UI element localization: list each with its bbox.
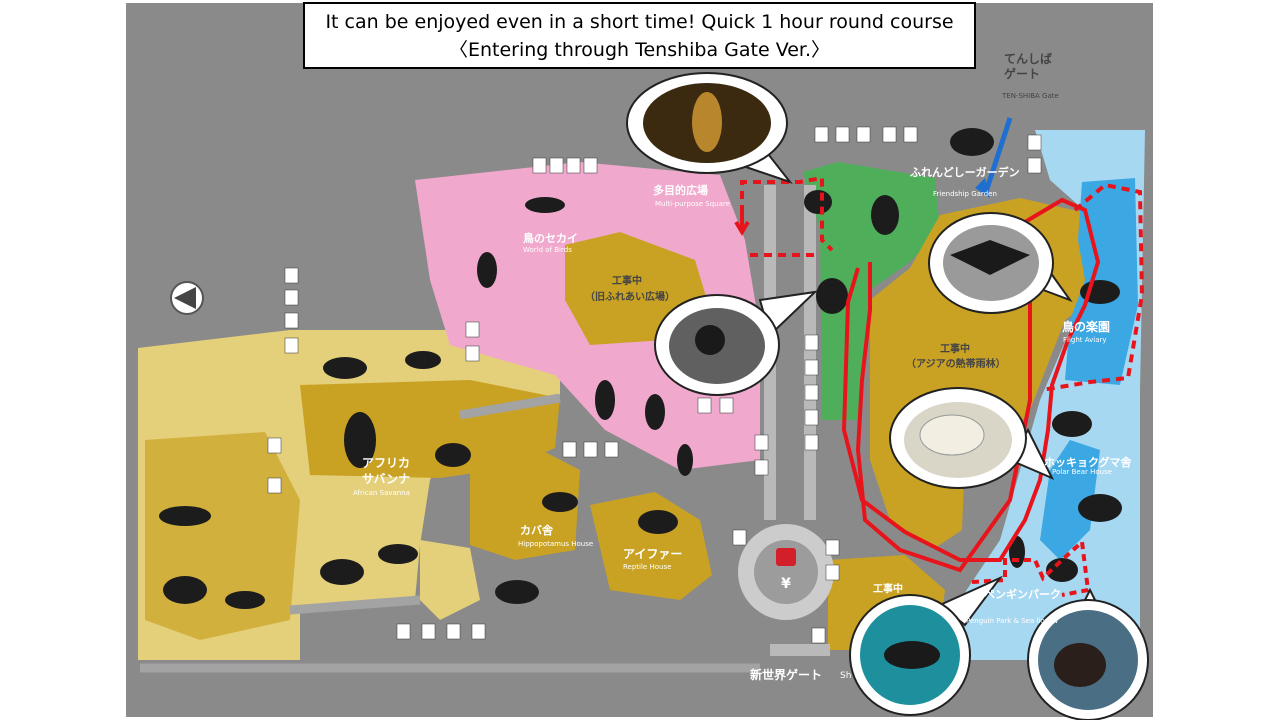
friendship-garden-label: ふれんどしーガーデン <box>910 166 1020 179</box>
sealion-body <box>1054 643 1106 687</box>
wolf-silhouette <box>323 357 367 379</box>
antelope-silhouette <box>435 443 471 467</box>
central-plaza-inner <box>754 540 818 604</box>
cormorant-wings <box>950 240 1030 275</box>
asia-rainforest-label: （アジアの熱帯雨林） <box>906 359 1006 370</box>
leopard-silhouette <box>159 506 211 526</box>
flight-aviary-label: 鳥の楽園 <box>1062 320 1111 334</box>
garden-area <box>803 162 940 420</box>
hippo-house-label-en: Hippopotamus House <box>518 540 594 548</box>
polar-pool <box>1040 440 1100 560</box>
shinsekai-gate-label-en: Sh <box>840 671 852 681</box>
facility-icons-top <box>267 126 1042 644</box>
hippo-silhouette <box>542 492 578 512</box>
route-dashed-aviary <box>1041 182 1145 392</box>
giraffe-silhouette <box>344 412 376 468</box>
shinsekai-gate-label: 新世界ゲート <box>750 668 823 682</box>
compass-arrow-tip <box>174 287 196 309</box>
tenshiba-gate-label-en: TEN-SHIBA Gate <box>1002 92 1059 100</box>
flamingo-silhouette <box>677 444 693 476</box>
hippo-house-label: カバ舎 <box>520 524 553 537</box>
tenshiba-entry-arrow-head <box>975 178 990 198</box>
african-savanna-label-en: African Savanna <box>353 489 410 497</box>
multipurpose-square-label: 多目的広場 <box>653 184 708 197</box>
hyena-silhouette <box>378 544 418 564</box>
west-road <box>140 393 760 673</box>
route-dashed-penguin <box>971 537 1091 597</box>
asia-construction-label: 工事中 <box>940 344 970 355</box>
route-main-loop <box>841 197 1101 573</box>
friendship-garden-label-en: Friendship Garden <box>933 190 997 198</box>
polarbear-body <box>919 414 985 456</box>
old-square-construction-label: 工事中 <box>612 276 642 287</box>
course-title-line2: 〈Entering through Tenshiba Gate Ver.〉 <box>448 38 831 61</box>
tenshiba-entry-arrow <box>982 117 1013 196</box>
african-savanna-label-2: サバンナ <box>362 472 411 486</box>
tortoise-silhouette <box>638 510 678 534</box>
multipurpose-square-label-en: Multi-purpose Square <box>655 200 730 208</box>
old-square-label: （旧ふれあい広場） <box>585 292 675 303</box>
hippo-area <box>470 452 580 560</box>
south-construction-label: 工事中 <box>873 584 903 595</box>
emu-silhouette <box>871 195 899 235</box>
reptile-house-label: アイファー <box>623 547 683 561</box>
flight-aviary-label-en: Flight Aviary <box>1063 336 1107 344</box>
world-of-birds-label-en: World of Birds <box>523 246 572 254</box>
photo-bubbles <box>626 72 1149 720</box>
walking-route <box>734 175 1145 597</box>
polar-bear-house-label-en: Polar Bear House <box>1052 468 1113 476</box>
african-savanna-label-1: アフリカ <box>362 456 411 470</box>
bird-pheasant-silhouette <box>525 197 565 213</box>
bat-body <box>692 92 722 152</box>
route-dashed-top <box>740 175 834 257</box>
reptile-house-label-en: Reptile House <box>623 563 672 571</box>
monkey-face <box>695 325 725 355</box>
tenshiba-gate-label: てんしば ゲート <box>1004 52 1053 81</box>
penguin-body <box>884 641 940 669</box>
course-title-line1: It can be enjoyed even in a short time! … <box>325 10 954 33</box>
reptile-area <box>590 492 712 600</box>
coin-locker-icon: ¥ <box>781 576 791 592</box>
course-title-box: It can be enjoyed even in a short time! … <box>303 2 976 69</box>
world-of-birds-label: 鳥のセカイ <box>523 232 578 245</box>
stork-silhouette <box>477 252 497 288</box>
sheep-silhouette <box>950 128 994 156</box>
penguin-park-label: ペンギンパーク <box>984 588 1061 601</box>
savanna-west-block <box>145 432 300 640</box>
crane-silhouette-2 <box>645 394 665 430</box>
wildcat-silhouette <box>405 351 441 369</box>
lion-silhouette <box>320 559 364 585</box>
sealion-silhouette <box>1046 558 1078 582</box>
route-arrow-bird <box>734 212 750 236</box>
bear-silhouette-east-1 <box>1052 411 1092 437</box>
gate-icon <box>776 548 796 566</box>
polar-bear-house-label: ホッキョクグマ舎 <box>1044 456 1132 469</box>
bear-silhouette-east-2 <box>1078 494 1122 522</box>
crane-silhouette-1 <box>595 380 615 420</box>
savanna-south-area <box>420 540 480 620</box>
bear-silhouette-west <box>163 576 207 604</box>
bat-silhouette <box>804 190 832 214</box>
rhino-silhouette <box>495 580 539 604</box>
eagle-silhouette <box>225 591 265 609</box>
penguin-park-label-en: Penguin Park & Sea lion W <box>966 617 1059 625</box>
monkey-silhouette <box>816 278 848 314</box>
animal-silhouettes <box>159 128 1122 609</box>
